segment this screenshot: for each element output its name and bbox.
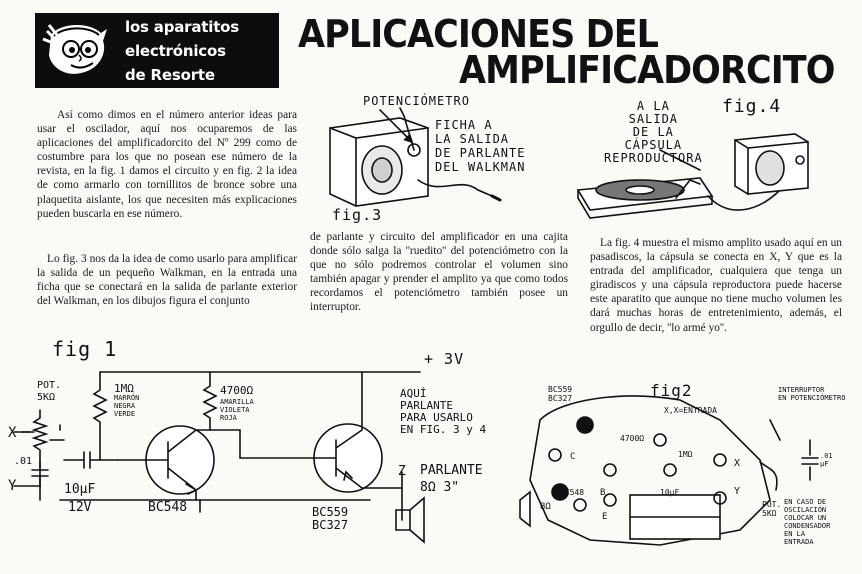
logo-line-1: los aparatitos — [125, 18, 240, 36]
title-line-1: APLICACIONES DEL — [298, 12, 659, 56]
fig1-r2: 4700Ω — [220, 384, 254, 397]
fig2-y: Y — [734, 486, 741, 497]
article-col1-p2: Lo fig. 3 nos da la idea de como usarlo … — [37, 253, 297, 308]
fig2-e-letter: E — [602, 512, 608, 522]
fig2-c10: 10μF — [660, 488, 680, 497]
fig1-r1: 1MΩ — [114, 382, 134, 395]
fig2-bc548: BC548 — [560, 488, 585, 497]
fig1-x: X — [8, 425, 17, 441]
fig1-t2: BC559 BC327 — [312, 505, 349, 532]
fig2-spk: 8Ω — [540, 502, 551, 512]
fig2-pot: POT. 5KΩ — [762, 500, 782, 518]
article-col3-p1: La fig. 4 muestra el mismo amplito usado… — [590, 237, 842, 334]
article-col2-p1: de parlante y circuito del amplificador … — [310, 231, 568, 314]
fig1-v12: 12V — [68, 500, 92, 515]
fig1-aqui: AQUÍ PARLANTE PARA USARLO EN FIG. 3 y 4 — [400, 387, 487, 436]
fig2-c01: .01 μF — [820, 452, 833, 468]
fig1-r2-colors: AMARILLA VIOLETA ROJA — [220, 398, 254, 422]
fig2-x: X — [734, 458, 741, 469]
logo-line-2: electrónicos — [125, 42, 226, 60]
fig3-pot-label: POTENCIÓMETRO — [363, 94, 470, 108]
fig1-y: Y — [8, 478, 17, 494]
fig2-oscilacion: EN CASO DE OSCILACIÓN COLOCAR UN CONDENS… — [784, 498, 831, 546]
fig2-board — [519, 395, 819, 546]
article-col1-p1: Así como dimos en el número anterior ide… — [37, 109, 297, 220]
fig1-r1-colors: MARRÓN NEGRA VERDE — [114, 394, 140, 418]
title-line-2: AMPLIFICADORCITO — [459, 48, 835, 92]
fig3-ficha-label: FICHA A LA SALIDA DE PARLANTE DEL WALKMA… — [435, 118, 526, 174]
fig1-schematic — [13, 371, 425, 544]
fig1-cap10: 10μF — [64, 482, 96, 497]
resorte-face-icon — [42, 24, 107, 74]
fig3-label: fig.3 — [332, 206, 383, 224]
fig2-r1ma: 1MΩ — [678, 450, 693, 459]
fig1-supply: + 3V — [424, 350, 465, 368]
fig1-pot: POT. 5KΩ — [37, 380, 62, 403]
fig1-cap01: .01 — [14, 456, 33, 467]
fig1-t1: BC548 — [148, 500, 188, 515]
fig4-label: fig.4 — [722, 96, 782, 117]
logo-line-3: de Resorte — [125, 66, 215, 84]
fig2-b-letter: B — [600, 488, 606, 498]
fig4-salida-label: A LA SALIDA DE LA CÁPSULA REPRODUCTORA — [604, 99, 703, 165]
fig2-label: fig2 — [650, 381, 693, 400]
fig2-c-letter: C — [570, 452, 576, 462]
fig1-parlante: PARLANTE 8Ω 3" — [420, 463, 483, 495]
fig2-interruptor: INTERRUPTOR EN POTENCIÓMETRO — [778, 386, 846, 402]
fig1-z: Z — [398, 464, 406, 479]
fig2-bc559: BC559 BC327 — [548, 385, 573, 403]
fig2-xy-entrada: X,X=ENTRADA — [664, 406, 717, 415]
fig1-label: fig 1 — [52, 337, 118, 361]
logo-box: los aparatitos electrónicos de Resorte — [35, 13, 279, 88]
fig2-r4700: 4700Ω — [620, 434, 645, 443]
